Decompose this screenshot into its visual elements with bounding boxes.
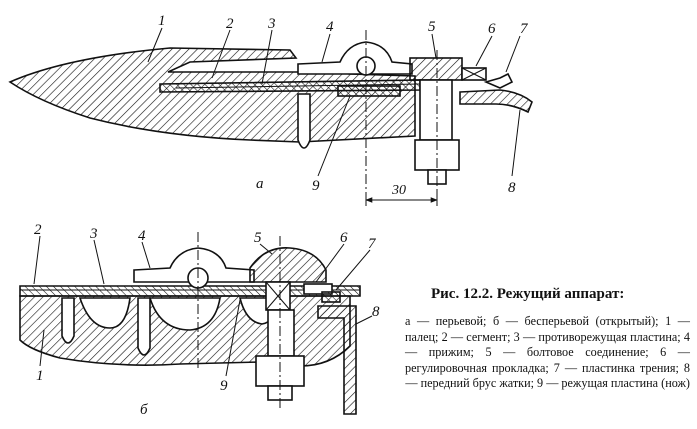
finger-guard-a	[8, 47, 416, 143]
label-a-2: 2	[226, 16, 234, 32]
view-b-leaders	[33, 235, 373, 377]
label-a-3: 3	[267, 16, 276, 32]
label-a-8: 8	[508, 180, 516, 196]
label-b-5: 5	[254, 230, 262, 246]
friction-plate-b	[321, 291, 341, 303]
caption-body: а — перьевой; б — бесперьевой (открытый)…	[405, 314, 690, 391]
bolt-head-a	[409, 57, 463, 81]
label-a-9: 9	[312, 178, 320, 194]
label-b-8: 8	[372, 304, 380, 320]
front-beam-b	[317, 305, 357, 415]
knife-plate-a	[337, 85, 401, 97]
label-a-5: 5	[428, 19, 436, 35]
view-a-leaders	[147, 27, 521, 177]
label-b-9: 9	[220, 378, 228, 394]
view-b-drawing	[19, 232, 361, 415]
shim-b	[303, 283, 333, 295]
friction-plate-a	[483, 72, 514, 89]
label-a-6: 6	[488, 21, 496, 37]
label-a-1: 1	[158, 13, 166, 29]
view-b-letter: б	[140, 402, 148, 418]
label-b-4: 4	[138, 228, 146, 244]
view-a-letter: а	[256, 176, 264, 192]
front-beam-a	[459, 89, 533, 114]
label-a-7: 7	[520, 21, 529, 37]
clamp-b	[133, 247, 255, 283]
caption-title: Рис. 12.2. Режущий аппарат:	[431, 286, 625, 302]
clamp-a	[297, 41, 413, 75]
bolt-head-b	[249, 247, 327, 283]
dimension-a: 30	[391, 183, 406, 198]
view-a-drawing	[8, 30, 533, 206]
label-b-2: 2	[34, 222, 42, 238]
label-b-3: 3	[89, 226, 98, 242]
label-b-1: 1	[36, 368, 44, 384]
figure-caption: Рис. 12.2. Режущий аппарат: а — перьевой…	[405, 286, 690, 392]
label-b-6: 6	[340, 230, 348, 246]
label-a-4: 4	[326, 19, 334, 35]
label-b-7: 7	[368, 236, 377, 252]
